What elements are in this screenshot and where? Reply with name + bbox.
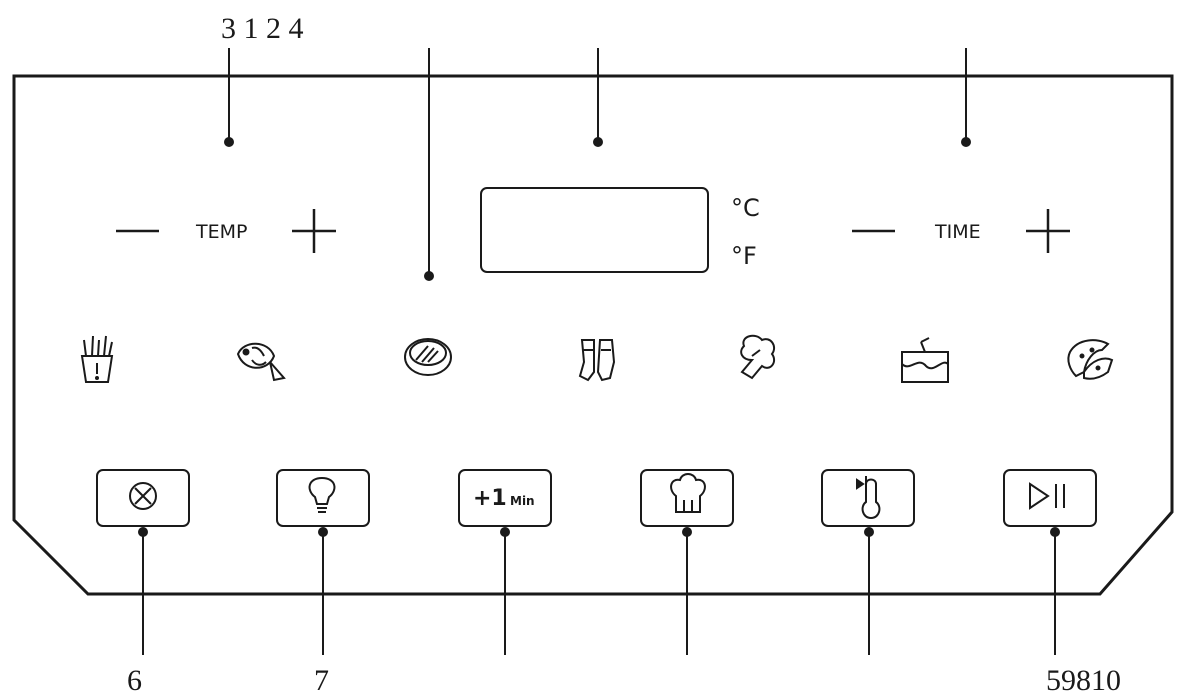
fish-icon[interactable] — [236, 342, 286, 382]
bottom-leaders — [138, 527, 1060, 655]
minute-unit-label: Min — [510, 494, 535, 508]
thermometer-preheat-icon — [856, 476, 881, 520]
top-callout-numbers: 3 1 2 4 — [221, 12, 304, 45]
top-leaders — [224, 48, 971, 281]
steak-icon[interactable] — [404, 338, 452, 376]
vegetable-icon[interactable] — [740, 334, 776, 380]
temp-control[interactable]: TEMP — [116, 209, 336, 253]
fries-icon[interactable] — [80, 335, 114, 383]
time-label: TIME — [934, 221, 981, 243]
cancel-button[interactable] — [96, 469, 190, 527]
time-control[interactable]: TIME — [852, 209, 1070, 253]
chef-preset-button[interactable] — [640, 469, 734, 527]
light-bulb-icon — [308, 476, 336, 513]
preset-icons — [80, 334, 1114, 383]
leader-dot — [318, 527, 328, 537]
plus-one-minute-button[interactable]: +1 Min — [458, 469, 552, 527]
leader-dot — [864, 527, 874, 537]
leader-dot — [424, 271, 434, 281]
cake-icon[interactable] — [901, 337, 949, 383]
leader-dot — [500, 527, 510, 537]
chicken-drumstick-icon[interactable] — [578, 339, 616, 382]
leader-dot — [593, 137, 603, 147]
display-screen — [480, 187, 709, 273]
play-pause-icon — [1029, 482, 1065, 510]
bottom-callout-right: 59810 — [1046, 664, 1121, 697]
start-pause-button[interactable] — [1003, 469, 1097, 527]
preheat-button[interactable] — [821, 469, 915, 527]
panel-outline — [12, 74, 1174, 596]
buttons-row: +1 Min — [96, 469, 1097, 527]
temp-label: TEMP — [195, 221, 247, 243]
chicken-wing-icon[interactable] — [1067, 339, 1114, 380]
light-button[interactable] — [276, 469, 370, 527]
leader-dot — [961, 137, 971, 147]
bottom-callout-7: 7 — [314, 664, 329, 697]
chef-hat-icon — [670, 473, 706, 513]
leader-dot — [682, 527, 692, 537]
leader-dot — [138, 527, 148, 537]
bottom-callout-6: 6 — [127, 664, 142, 697]
plus-one-label: +1 — [473, 486, 507, 511]
leader-dot — [1050, 527, 1060, 537]
temp-plus-icon[interactable] — [292, 209, 336, 253]
leader-dot — [224, 137, 234, 147]
cancel-icon — [129, 482, 157, 510]
time-plus-icon[interactable] — [1026, 209, 1070, 253]
celsius-indicator: °C — [731, 194, 760, 222]
fahrenheit-indicator: °F — [731, 242, 757, 270]
